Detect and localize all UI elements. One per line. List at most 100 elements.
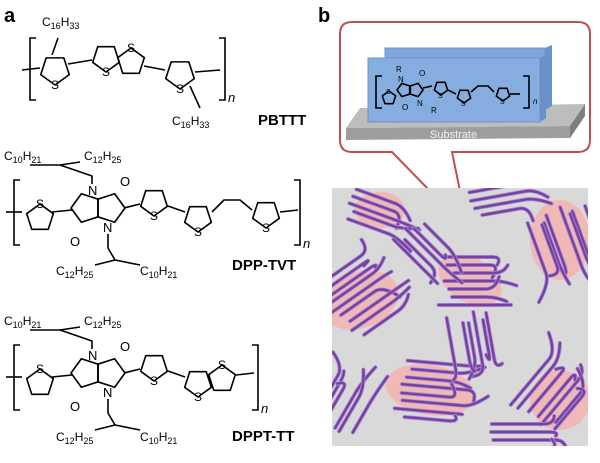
bond [114, 424, 141, 431]
branch-label: C12H25 [56, 430, 93, 446]
thiophene-ring [251, 201, 281, 229]
polymer-chain [332, 264, 378, 297]
polymer-chain [405, 375, 472, 390]
bond [114, 259, 141, 266]
oxygen-atom-label: O [70, 399, 80, 414]
thiophene-ring [97, 357, 126, 389]
polymer-chain [542, 221, 571, 286]
thiophene-ring [164, 61, 196, 90]
bond [279, 209, 299, 213]
thiophene-ring [91, 45, 121, 73]
thiophene-ring [207, 364, 237, 392]
nitrogen-atom-label: N [88, 183, 97, 198]
polymer-chain [550, 438, 557, 446]
polymer-chain [473, 197, 553, 210]
sulfur-atom-label: S [36, 362, 44, 376]
bond [123, 203, 141, 209]
branch-label: C10H21 [140, 264, 177, 280]
nitrogen-atom-label: N [398, 75, 404, 84]
sulfur-atom-label: S [194, 390, 202, 404]
bond [94, 234, 116, 266]
polymer-chain [393, 407, 464, 416]
side-chain-label: C16H33 [42, 15, 79, 31]
repeat-bracket [294, 179, 301, 246]
polymer-chain [516, 341, 562, 410]
polymer-chain [403, 414, 458, 423]
polymer-chain [445, 316, 458, 382]
polymer-chain [339, 288, 402, 317]
repeat-bracket [252, 344, 259, 411]
substrate-label: Substrate [430, 129, 477, 141]
panel-label-b: b [318, 5, 330, 27]
thiophene-ring [183, 370, 213, 398]
polymer-chain [491, 438, 567, 446]
substrate-front [346, 126, 570, 140]
bond [51, 37, 59, 56]
polymer-chain [553, 387, 586, 430]
bond [67, 59, 93, 65]
branch-label: C10H21 [140, 430, 177, 446]
polymer-chain [332, 256, 386, 304]
thiophene-ring [495, 87, 511, 102]
polymer-chain [509, 331, 554, 407]
thiophene-ring [25, 203, 55, 231]
polymer-chain [559, 206, 588, 281]
sulfur-atom-label: S [102, 65, 110, 79]
oxygen-atom-label: O [120, 339, 130, 354]
branch-label: C12H25 [56, 264, 93, 280]
polymer-chain [337, 368, 365, 433]
polymer-chain [450, 295, 508, 303]
polymer-chain [412, 227, 447, 260]
polymer-chain [481, 318, 491, 361]
polymer-chain [362, 293, 410, 336]
polymer-chain [443, 255, 501, 267]
polymer-chain [346, 217, 412, 253]
polymer-chain [351, 375, 389, 434]
thiophene-ring [381, 90, 397, 105]
oxygen-atom-label: O [402, 103, 408, 112]
polymer-chain [469, 189, 550, 203]
sulfur-atom-label: S [262, 221, 270, 235]
nitrogen-atom-label: N [103, 385, 112, 400]
polymer-chain [484, 311, 504, 367]
polymer-chain [355, 188, 412, 222]
sulfur-atom-label: S [36, 197, 44, 211]
polymer-chain [452, 263, 509, 275]
sulfur-atom-label: S [461, 101, 466, 108]
polymer-chain [537, 373, 577, 418]
polymer-chain [554, 367, 585, 424]
polymer-name-dpp-tvt: DPP-TVT [232, 257, 296, 274]
bond [30, 164, 93, 184]
side-chain-label: C16H33 [172, 114, 209, 130]
polymer-chain [404, 227, 464, 284]
branch-label: C10H21 [4, 314, 41, 330]
polymer-chain [489, 430, 558, 438]
bond [94, 399, 116, 431]
thiophene-ring [97, 192, 126, 224]
bond [143, 65, 166, 71]
nitrogen-atom-label: N [417, 99, 423, 108]
repeat-n-label: n [303, 236, 310, 251]
sulfur-atom-label: S [150, 209, 158, 223]
thiophene-ring [70, 357, 99, 389]
polymer-name-dppt-tt: DPPT-TT [232, 428, 295, 445]
thiophene-ring [409, 82, 424, 98]
repeat-n-label: n [533, 97, 538, 106]
thiophene-ring [39, 57, 71, 86]
polymer-chain [445, 263, 497, 279]
oxygen-atom-label: O [120, 174, 130, 189]
polymer-chain [476, 175, 546, 184]
oxygen-atom-label: O [70, 234, 80, 249]
bond [194, 69, 221, 73]
polymer-chain [461, 321, 477, 373]
polymer-chain [392, 238, 439, 285]
polymer-chain [332, 270, 393, 314]
bond [59, 326, 81, 331]
thiophene-ring [25, 368, 55, 396]
bond [189, 85, 201, 109]
sulfur-atom-label: S [218, 358, 226, 372]
